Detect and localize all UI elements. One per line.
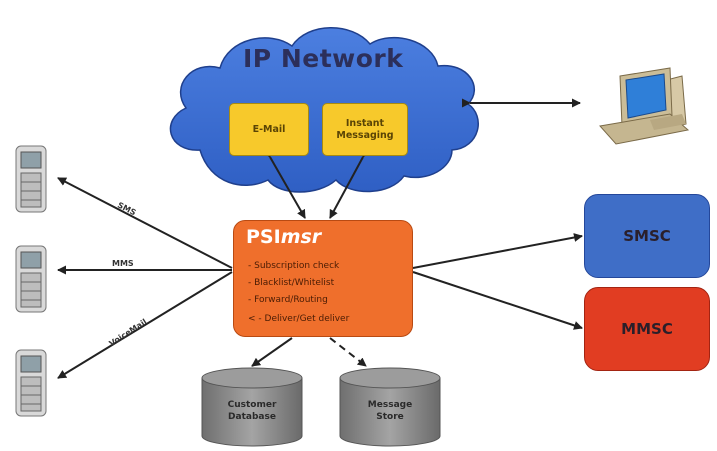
psi-feature-item: < - Deliver/Get deliver bbox=[248, 314, 350, 324]
desktop-computer-icon bbox=[599, 67, 690, 145]
customer-database-label-line1: Customer bbox=[227, 400, 277, 410]
message-store-label-line2: Store bbox=[376, 411, 404, 422]
network-title: IP Network bbox=[243, 44, 404, 73]
psi-feature-item: - Forward/Routing bbox=[248, 295, 328, 305]
email-label: E-Mail bbox=[252, 123, 286, 135]
arrow-psi-mmsc bbox=[403, 265, 583, 330]
arrow-psi-sms-phone bbox=[57, 177, 233, 269]
psi-title-main: PSI bbox=[246, 226, 281, 248]
mobile-phone-icon bbox=[15, 245, 47, 313]
psi-msr-box: PSImsr - Subscription check - Blacklist/… bbox=[233, 220, 413, 337]
psi-msr-title: PSImsr bbox=[246, 226, 321, 248]
instant-messaging-box: Instant Messaging bbox=[322, 103, 408, 156]
smsc-label: SMSC bbox=[623, 227, 671, 245]
email-box: E-Mail bbox=[229, 103, 309, 156]
arrow-psi-smsc bbox=[404, 233, 583, 274]
arrow-im-psi bbox=[329, 147, 371, 219]
smsc-box: SMSC bbox=[584, 194, 710, 278]
mobile-phone-icon bbox=[15, 145, 47, 213]
database-icon bbox=[201, 367, 303, 447]
arrow-psi-message-store bbox=[329, 337, 367, 367]
psi-feature-item: - Blacklist/Whitelist bbox=[248, 278, 335, 288]
database-icon bbox=[339, 367, 441, 447]
arrow-email-psi bbox=[262, 147, 306, 219]
arrow-psi-voicemail-phone bbox=[57, 271, 233, 379]
message-store-label-line1: Message bbox=[367, 400, 413, 410]
arrow-psi-customer-db bbox=[251, 337, 293, 367]
instant-messaging-label-line1: Instant bbox=[345, 117, 385, 129]
mobile-phone-icon bbox=[15, 349, 47, 417]
mms-link-label: MMS bbox=[112, 259, 134, 268]
instant-messaging-label-line2: Messaging bbox=[336, 129, 394, 141]
customer-database-label-line2: Database bbox=[228, 411, 276, 422]
customer-database-label: Customer Database bbox=[214, 400, 290, 423]
mmsc-label: MMSC bbox=[621, 320, 673, 338]
connection-arrows bbox=[57, 98, 583, 379]
psi-feature-item: - Subscription check bbox=[248, 261, 340, 271]
psi-title-italic: msr bbox=[280, 226, 322, 248]
message-store-label: Message Store bbox=[352, 400, 428, 423]
mmsc-box: MMSC bbox=[584, 287, 710, 371]
